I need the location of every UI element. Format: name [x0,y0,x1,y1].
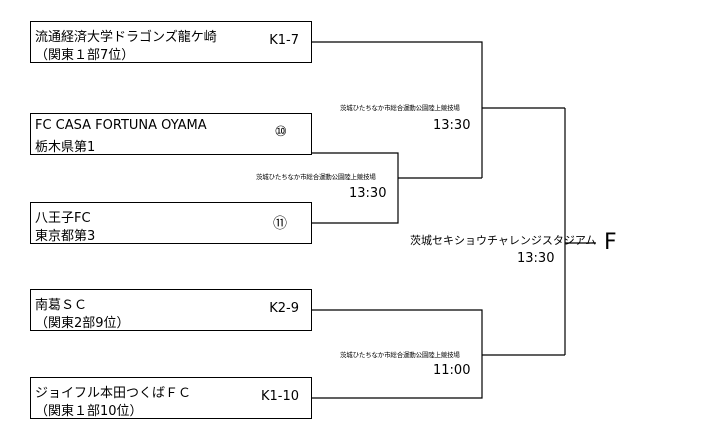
team-name: FC CASA FORTUNA OYAMA [35,118,207,133]
team-qualification: 東京都第3 [35,229,96,244]
team-seed: K1-7 [269,33,299,48]
bracket-line-semi-top [312,41,483,178]
bracket-line-first-round [312,152,399,224]
match-time-semi-top: 13:30 [433,118,471,133]
team-seed: K1-10 [260,389,299,404]
team-qualification: （関東2部9位） [35,316,130,331]
team-box: 八王子FC 東京都第3 ⑪ [30,202,312,244]
match-venue-final: 茨城セキショウチャレンジスタジアム [410,234,597,247]
final-label: F [604,230,617,255]
team-name: 流通経済大学ドラゴンズ龍ケ崎 [35,30,217,45]
team-box: ジョイフル本田つくばＦＣ （関東１部10位） K1-10 [30,377,312,419]
match-venue-first-round: 茨城ひたちなか市総合運動公園陸上競技場 [256,173,376,181]
team-qualification: 栃木県第1 [35,140,96,155]
team-qualification: （関東１部7位） [35,48,135,63]
team-box: FC CASA FORTUNA OYAMA 栃木県第1 ⑩ [30,113,312,155]
team-name: 南葛ＳＣ [35,298,88,313]
team-name: 八王子FC [35,211,91,226]
match-venue-semi-top: 茨城ひたちなか市総合運動公園陸上競技場 [340,104,460,112]
team-box: 流通経済大学ドラゴンズ龍ケ崎 （関東１部7位） K1-7 [30,21,312,63]
match-time-final: 13:30 [517,251,555,266]
match-venue-semi-bottom: 茨城ひたちなか市総合運動公園陸上競技場 [340,351,460,359]
team-seed: ⑩ [274,124,287,140]
team-seed: ⑪ [273,216,287,232]
match-time-semi-bottom: 11:00 [433,363,471,378]
bracket-line-semi-bottom [312,309,483,399]
match-time-first-round: 13:30 [349,186,387,201]
team-name: ジョイフル本田つくばＦＣ [35,386,192,401]
team-seed: K2-9 [269,301,299,316]
team-box: 南葛ＳＣ （関東2部9位） K2-9 [30,289,312,331]
team-qualification: （関東１部10位） [35,404,143,419]
